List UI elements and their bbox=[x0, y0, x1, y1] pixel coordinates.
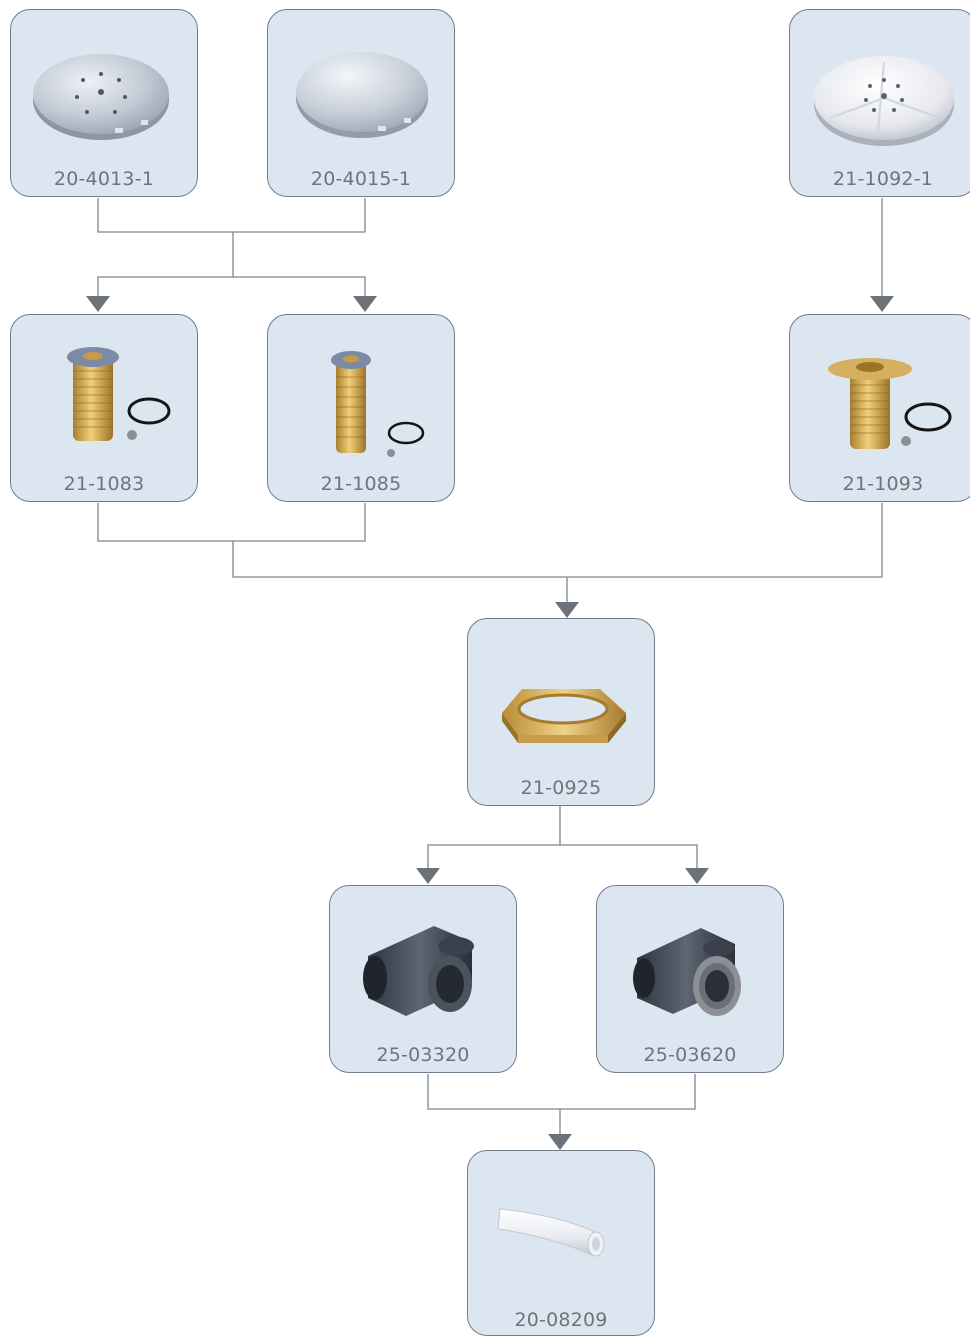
part-card-20-4013-1[interactable]: 20-4013-1 bbox=[10, 9, 198, 197]
perforated-cover-icon bbox=[33, 54, 169, 140]
connector-line bbox=[427, 806, 561, 868]
brass-fitting-flange-icon bbox=[828, 358, 952, 449]
connector-line bbox=[560, 844, 698, 868]
connector-line bbox=[97, 503, 366, 542]
connector-line bbox=[97, 198, 366, 233]
part-card-20-4015-1[interactable]: 20-4015-1 bbox=[267, 9, 455, 197]
arrow-head bbox=[86, 296, 110, 312]
pvc-tee-icon bbox=[363, 926, 474, 1016]
arrow-head bbox=[416, 868, 440, 884]
brass-fitting-long-icon bbox=[67, 347, 171, 441]
brass-fitting-slim-icon bbox=[331, 351, 425, 457]
part-card-21-1083[interactable]: 21-1083 bbox=[10, 314, 198, 502]
part-number: 21-1085 bbox=[320, 473, 402, 495]
solid-cover-icon bbox=[296, 52, 428, 138]
part-card-25-03320[interactable]: 25-03320 bbox=[329, 885, 517, 1073]
part-number: 20-4015-1 bbox=[310, 168, 412, 190]
part-card-20-08209[interactable]: 20-08209 bbox=[467, 1150, 655, 1336]
part-number: 20-4013-1 bbox=[53, 168, 155, 190]
part-card-21-1092-1[interactable]: 21-1092-1 bbox=[789, 9, 970, 197]
connector-line bbox=[233, 276, 366, 296]
arrow-head bbox=[870, 296, 894, 312]
brass-hex-nut-icon bbox=[502, 689, 626, 743]
part-number: 20-08209 bbox=[514, 1309, 608, 1331]
part-number: 21-1092-1 bbox=[832, 168, 934, 190]
part-number: 25-03320 bbox=[376, 1044, 470, 1066]
arrow-head bbox=[353, 296, 377, 312]
part-number: 21-0925 bbox=[520, 777, 602, 799]
arrow-head bbox=[685, 868, 709, 884]
arrow-head bbox=[548, 1134, 572, 1150]
part-number: 25-03620 bbox=[643, 1044, 737, 1066]
pvc-tee-threaded-icon bbox=[633, 928, 741, 1016]
part-card-21-1085[interactable]: 21-1085 bbox=[267, 314, 455, 502]
part-card-21-1093[interactable]: 21-1093 bbox=[789, 314, 970, 502]
white-pipe-icon bbox=[497, 1208, 605, 1257]
arrow-head bbox=[555, 602, 579, 618]
part-card-21-0925[interactable]: 21-0925 bbox=[467, 618, 655, 806]
white-perforated-cover-icon bbox=[814, 56, 954, 146]
part-number: 21-1093 bbox=[842, 473, 924, 495]
connector-line bbox=[427, 1074, 696, 1110]
part-card-25-03620[interactable]: 25-03620 bbox=[596, 885, 784, 1073]
connector-line bbox=[232, 503, 883, 578]
part-number: 21-1083 bbox=[63, 473, 145, 495]
connector-line bbox=[97, 232, 234, 296]
